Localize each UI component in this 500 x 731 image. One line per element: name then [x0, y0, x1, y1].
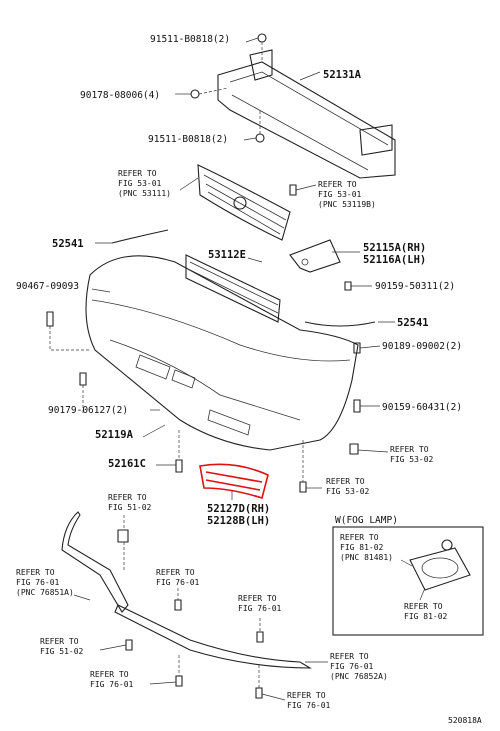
label-refer: REFER TO — [238, 594, 277, 603]
label-part: 91511-B0818(2) — [148, 134, 228, 145]
clip-icon — [174, 599, 182, 611]
label-fig: FIG 76-01 — [16, 578, 60, 587]
label-refer: REFER TO — [390, 445, 429, 454]
nut-icon — [190, 89, 200, 99]
molding-upper — [111, 229, 169, 244]
label-fig: FIG 76-01 — [330, 662, 374, 671]
label-refer: REFER TO — [118, 169, 157, 178]
clip-icon — [256, 631, 264, 643]
bumper-reinforcement — [217, 49, 396, 179]
label-part-highlighted: 52127D(RH) — [207, 503, 270, 515]
label-refer: REFER TO — [16, 568, 55, 577]
label-part: 52119A — [95, 429, 134, 441]
bulb-icon — [441, 539, 453, 551]
clip-icon — [349, 443, 359, 455]
label-part: 53112E — [208, 249, 246, 261]
label-refer: REFER TO — [318, 180, 357, 189]
bracket-icon — [117, 529, 129, 543]
label-refer: REFER TO — [156, 568, 195, 577]
label-fig: FIG 76-01 — [287, 701, 331, 710]
screw-icon — [344, 281, 352, 291]
upper-grille — [197, 164, 291, 241]
diagram-code: 520818A — [448, 716, 482, 725]
clip-icon — [125, 639, 133, 651]
label-part: 90159-60431(2) — [382, 402, 462, 413]
clip-icon — [46, 311, 54, 327]
label-fig: FIG 76-01 — [238, 604, 282, 613]
clip-icon — [289, 184, 297, 196]
label-refer: REFER TO — [90, 670, 129, 679]
bolt-icon — [255, 133, 265, 143]
label-fig: FIG 53-02 — [390, 455, 434, 464]
bumper-cover — [85, 255, 359, 451]
molding-right — [304, 321, 376, 327]
label-fig: FIG 76-01 — [156, 578, 200, 587]
label-refer: REFER TO — [340, 533, 379, 542]
screw-icon — [353, 399, 361, 413]
clip-icon — [255, 687, 263, 699]
label-part: 90159-50311(2) — [375, 281, 455, 292]
label-part: 90189-09002(2) — [382, 341, 462, 352]
clip-icon — [79, 372, 87, 386]
label-refer: REFER TO — [326, 477, 365, 486]
label-fig: FIG 53-02 — [326, 487, 370, 496]
clip-icon — [299, 481, 307, 493]
label-fig: FIG 81-02 — [340, 543, 384, 552]
label-part-highlighted: 52128B(LH) — [207, 515, 270, 527]
label-part: 91511-B0818(2) — [150, 34, 230, 45]
label-fig: FIG 51-02 — [40, 647, 84, 656]
label-part: 90467-09093 — [16, 281, 79, 292]
fog-lamp — [409, 547, 471, 591]
label-refer: REFER TO — [287, 691, 326, 700]
label-fig: FIG 81-02 — [404, 612, 448, 621]
bolt-icon — [257, 33, 267, 43]
lower-spoiler-center — [114, 604, 312, 669]
label-part: 90178-08006(4) — [80, 90, 160, 101]
label-pnc: (PNC 53111) — [118, 189, 171, 198]
label-part: 52541 — [52, 238, 84, 250]
label-fig: FIG 51-02 — [108, 503, 152, 512]
label-fig: FIG 53-01 — [318, 190, 362, 199]
label-part: 52116A(LH) — [363, 254, 426, 266]
fog-cover-highlighted — [199, 463, 269, 500]
label-refer: REFER TO — [108, 493, 147, 502]
label-pnc: (PNC 53119B) — [318, 200, 376, 209]
label-part: 52161C — [108, 458, 146, 470]
nut-icon — [353, 342, 361, 354]
side-bracket — [289, 239, 341, 273]
label-pnc: (PNC 76852A) — [330, 672, 388, 681]
label-refer: REFER TO — [40, 637, 79, 646]
label-refer: REFER TO — [330, 652, 369, 661]
lower-grille — [185, 254, 281, 323]
label-pnc: (PNC 81481) — [340, 553, 393, 562]
lower-spoiler-left — [61, 511, 129, 613]
label-part: 52115A(RH) — [363, 242, 426, 254]
label-part: 52541 — [397, 317, 429, 329]
label-fig: FIG 53-01 — [118, 179, 162, 188]
clip-icon — [175, 459, 183, 473]
label-part: 90179-06127(2) — [48, 405, 128, 416]
clip-icon — [175, 675, 183, 687]
label-fig: FIG 76-01 — [90, 680, 134, 689]
label-part: 52131A — [323, 69, 362, 81]
label-refer: REFER TO — [404, 602, 443, 611]
label-pnc: (PNC 76851A) — [16, 588, 74, 597]
label-inset-title: W(FOG LAMP) — [335, 515, 398, 526]
fog-lamp-inset — [332, 526, 484, 636]
